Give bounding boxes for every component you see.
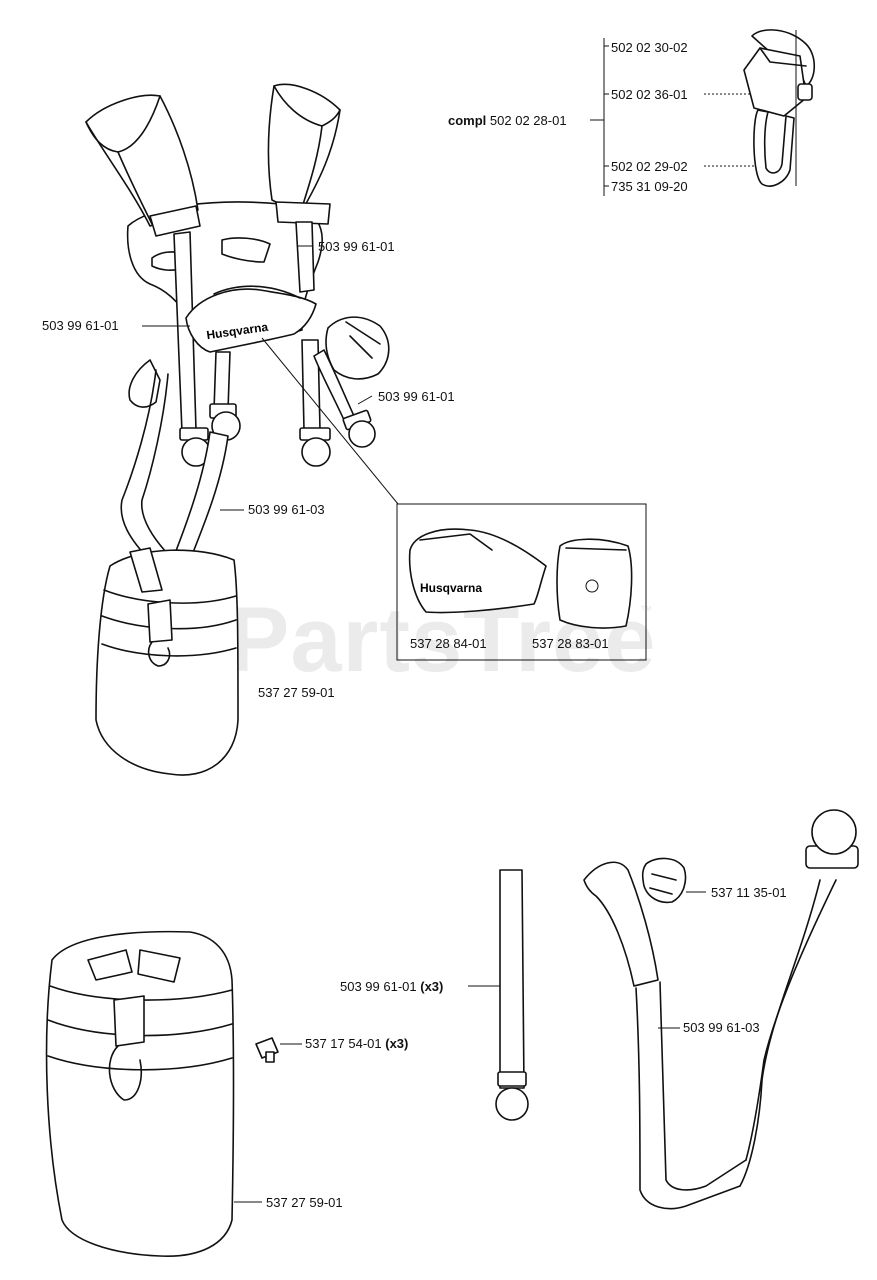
callout-hip-pad-top: 537 27 59-01 (258, 685, 335, 700)
buckle-illustration (641, 857, 687, 904)
callout-hook-part-2: 502 02 36-01 (611, 87, 688, 102)
screw-number: 537 17 54-01 (305, 1036, 382, 1051)
harness-illustration: Husqvarna (85, 83, 399, 567)
callout-pad-b: 537 28 83-01 (532, 636, 609, 651)
callout-long-strap: 503 99 61-03 (683, 1020, 760, 1035)
callout-hook-complete: compl 502 02 28-01 (448, 113, 567, 128)
callout-buckle: 537 11 35-01 (711, 885, 787, 900)
hip-pad-top-illustration (95, 547, 239, 776)
small-strap-qty: (x3) (420, 979, 444, 994)
callout-small-strap: 503 99 61-01 (x3) (340, 979, 443, 994)
callout-hook-part-4: 735 31 09-20 (611, 179, 688, 194)
long-strap-illustration (583, 809, 859, 1210)
leader-lines (142, 245, 706, 1203)
detail-box: Husqvarna (396, 503, 647, 661)
callout-strap-lower-right: 503 99 61-01 (378, 389, 455, 404)
callout-hook-part-3: 502 02 29-02 (611, 159, 688, 174)
callout-hip-pad-bottom: 537 27 59-01 (266, 1195, 343, 1210)
screw-illustration (255, 1037, 279, 1063)
compl-prefix: compl (448, 113, 487, 128)
brand-logo-detail: Husqvarna (420, 581, 482, 595)
callout-hook-part-1: 502 02 30-02 (611, 40, 688, 55)
small-strap-illustration (495, 869, 529, 1121)
callout-strap-left: 503 99 61-01 (42, 318, 119, 333)
callout-strap-right: 503 99 61-01 (318, 239, 395, 254)
screw-qty: (x3) (385, 1036, 409, 1051)
compl-number: 502 02 28-01 (489, 113, 567, 128)
small-strap-number: 503 99 61-01 (340, 979, 417, 994)
callout-pad-a: 537 28 84-01 (410, 636, 487, 651)
callout-belt-mid: 503 99 61-03 (248, 502, 325, 517)
hip-pad-bottom-illustration (45, 930, 235, 1257)
callout-screw: 537 17 54-01 (x3) (305, 1036, 408, 1051)
hook-assembly-illustration (590, 29, 816, 196)
